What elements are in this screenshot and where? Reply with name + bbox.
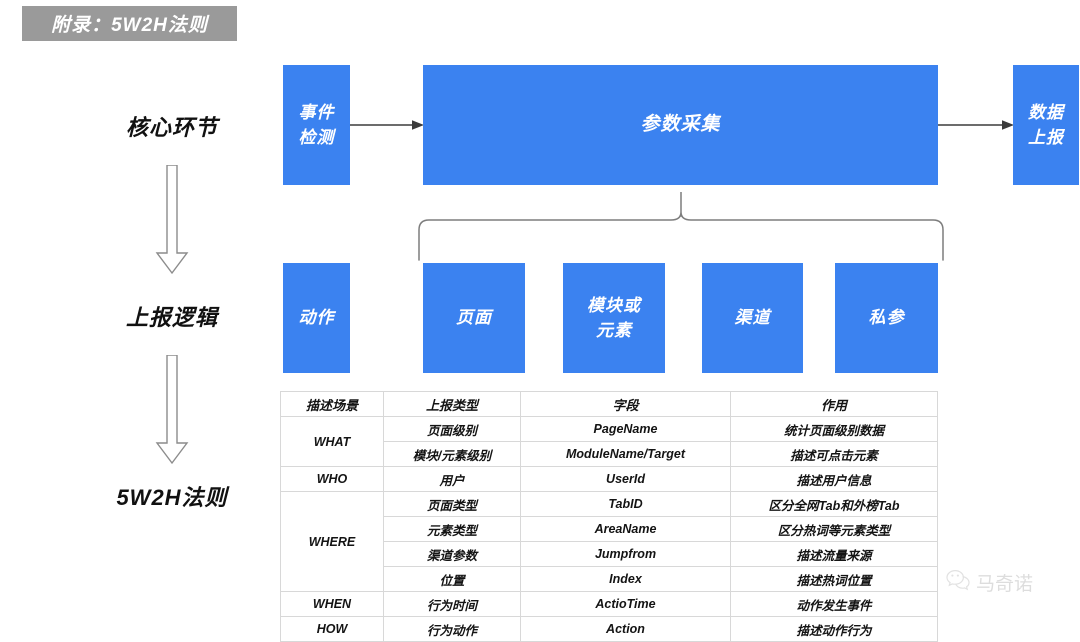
- stage-label-core-process: 核心环节: [125, 115, 218, 140]
- table-cell-type: 位置: [383, 566, 521, 592]
- stage-label-report-logic: 上报逻辑: [125, 305, 218, 330]
- curly-brace-grouping: [415, 191, 947, 262]
- table-cell-field: ModuleName/Target: [520, 441, 731, 467]
- param-box-module-or-element-label: 模块或 元素: [587, 295, 641, 341]
- param-box-page-label: 页面: [456, 308, 492, 328]
- table-cell-type: 页面级别: [383, 416, 521, 442]
- table-cell-purpose: 动作发生事件: [730, 591, 938, 617]
- table-cell-purpose: 描述动作行为: [730, 616, 938, 642]
- table-cell-scene: WHERE: [280, 491, 384, 592]
- param-box-private-param-label: 私参: [868, 308, 905, 328]
- watermark-text: 马奇诺: [976, 574, 1034, 595]
- stage-label-5w2h-rule: 5W2H法则: [116, 485, 228, 510]
- param-box-page[interactable]: 页面: [423, 263, 525, 373]
- param-box-channel[interactable]: 渠道: [702, 263, 803, 373]
- table-cell-type: 页面类型: [383, 491, 521, 517]
- table-header-type: 上报类型: [383, 391, 521, 417]
- flow-box-param-collect[interactable]: 参数采集: [423, 65, 938, 185]
- table-cell-scene: WHAT: [280, 416, 384, 467]
- page-title: 附录：5W2H法则: [51, 15, 208, 36]
- table-cell-purpose: 描述可点击元素: [730, 441, 938, 467]
- flow-arrow-param-to-report: [938, 118, 1014, 132]
- table-cell-field: UserId: [520, 466, 731, 492]
- param-box-module-or-element[interactable]: 模块或 元素: [563, 263, 665, 373]
- table-cell-type: 渠道参数: [383, 541, 521, 567]
- table-cell-field: AreaName: [520, 516, 731, 542]
- flow-box-event-detect-label: 事件 检测: [298, 102, 335, 148]
- param-box-action-label: 动作: [298, 308, 335, 328]
- table-cell-purpose: 描述用户信息: [730, 466, 938, 492]
- table-header-row: 描述场景 上报类型 字段 作用: [280, 391, 938, 417]
- table-cell-field: ActioTime: [520, 591, 731, 617]
- table-header-field: 字段: [520, 391, 731, 417]
- table-cell-field: PageName: [520, 416, 731, 442]
- table-cell-field: Index: [520, 566, 731, 592]
- flow-box-event-detect[interactable]: 事件 检测: [283, 65, 350, 185]
- table-cell-type: 行为动作: [383, 616, 521, 642]
- flow-arrow-event-to-param: [350, 118, 424, 132]
- watermark: 马奇诺: [946, 569, 1033, 596]
- table-cell-scene: WHEN: [280, 591, 384, 617]
- down-arrow-icon: [155, 354, 189, 465]
- table-cell-type: 元素类型: [383, 516, 521, 542]
- table-cell-type: 用户: [383, 466, 521, 492]
- param-box-private-param[interactable]: 私参: [835, 263, 938, 373]
- param-box-action[interactable]: 动作: [283, 263, 350, 373]
- table-cell-field: Jumpfrom: [520, 541, 731, 567]
- flow-box-data-report[interactable]: 数据 上报: [1013, 65, 1079, 185]
- table-cell-type: 行为时间: [383, 591, 521, 617]
- flow-box-data-report-label: 数据 上报: [1028, 102, 1064, 148]
- down-arrow-icon: [155, 164, 189, 275]
- table-header-purpose: 作用: [730, 391, 938, 417]
- table-cell-purpose: 区分全网Tab和外榜Tab: [730, 491, 938, 517]
- table-cell-scene: WHO: [280, 466, 384, 492]
- appendix-title-banner: 附录：5W2H法则: [22, 6, 237, 41]
- flow-box-param-collect-label: 参数采集: [640, 113, 721, 135]
- table-cell-type: 模块/元素级别: [383, 441, 521, 467]
- table-cell-field: Action: [520, 616, 731, 642]
- param-box-channel-label: 渠道: [734, 308, 771, 328]
- table-header-scene: 描述场景: [280, 391, 384, 417]
- wechat-bubble-icon: [946, 569, 970, 596]
- table-cell-purpose: 统计页面级别数据: [730, 416, 938, 442]
- table-cell-scene: HOW: [280, 616, 384, 642]
- table-cell-purpose: 区分热词等元素类型: [730, 516, 938, 542]
- table-cell-purpose: 描述流量来源: [730, 541, 938, 567]
- table-cell-field: TabID: [520, 491, 731, 517]
- table-cell-purpose: 描述热词位置: [730, 566, 938, 592]
